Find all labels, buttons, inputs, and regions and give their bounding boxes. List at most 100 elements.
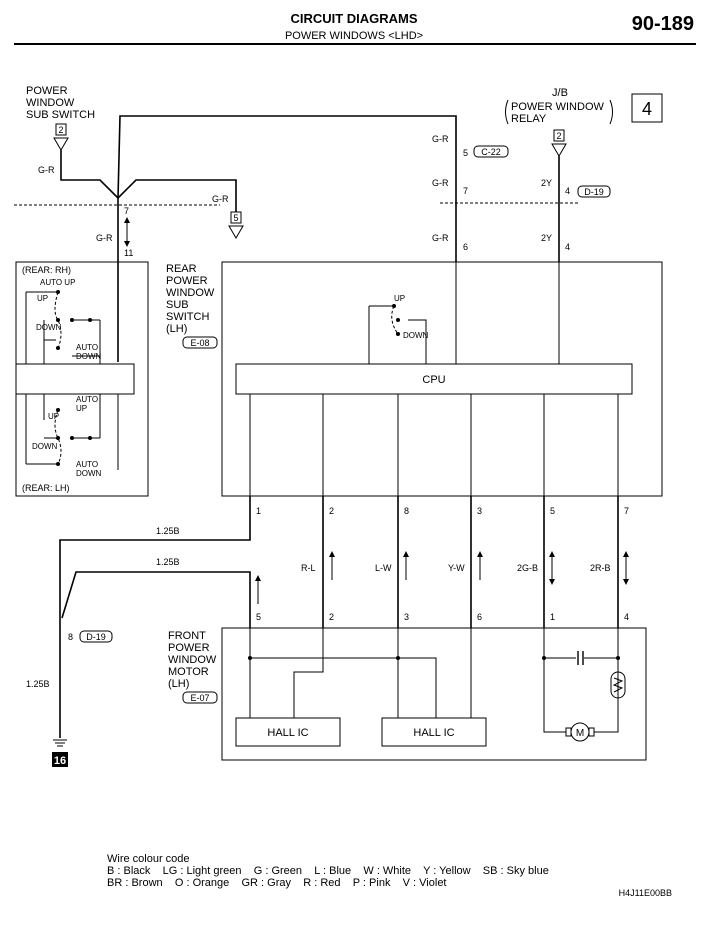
jb-connector-box: [553, 129, 565, 142]
wire-label-y-1: 2Y: [541, 178, 552, 188]
rear-sub-name-6: (LH): [166, 323, 187, 335]
wire-label-rb: 2R-B: [590, 563, 611, 573]
cpu-contact-3: [396, 332, 400, 336]
motor-node-3: [542, 656, 546, 660]
wire-gr-top-loop: [117, 115, 457, 199]
connector-e08: E-08: [190, 338, 209, 348]
rh-switch-arc: [54, 291, 62, 349]
motor-name-3: WINDOW: [168, 654, 217, 666]
lh-contact-4: [56, 462, 60, 466]
motor-pin-3: 3: [404, 612, 409, 622]
page-number: 90-189: [632, 13, 694, 35]
lh-up: UP: [48, 412, 59, 421]
rh-contact-5: [88, 318, 92, 322]
hall-ic-1: HALL IC: [267, 727, 308, 739]
connector-e08-box: [182, 336, 218, 349]
wire-label-b-3: 1.25B: [26, 679, 50, 689]
rh-auto-down-1: AUTO: [76, 343, 98, 352]
rear-sub-switch-box: [221, 261, 663, 497]
section-marker-box: [631, 93, 663, 123]
lh-down: DOWN: [32, 442, 58, 451]
thermistor-zigzag: [612, 677, 624, 693]
figure-code: H4J11E00BB: [619, 888, 672, 898]
thermistor: [610, 671, 626, 699]
rh-contact-3: [70, 318, 74, 322]
connector-d19-bot: D-19: [86, 632, 106, 642]
lh-contact-1: [56, 408, 60, 412]
sub-switch-terminal: [53, 137, 69, 151]
wire-label-rl: R-L: [301, 563, 316, 573]
connector-c22: C-22: [481, 147, 501, 157]
wire-label-lw: L-W: [375, 563, 392, 573]
ground-label: 16: [54, 755, 66, 767]
ground-symbol: [53, 739, 67, 747]
cpu-pin-8: 8: [404, 506, 409, 516]
jb-bracket-right: [609, 99, 613, 125]
motor-symbol-letter: M: [576, 728, 584, 739]
rear-lh-label: (REAR: LH): [22, 483, 70, 493]
motor-pin-4: 4: [624, 612, 629, 622]
jb-terminal: [551, 143, 567, 157]
lh-auto-up-2: UP: [76, 404, 87, 413]
lh-contact-2: [56, 436, 60, 440]
rear-switch-bar: [15, 363, 135, 395]
wire-label-gr-col-2: G-R: [432, 178, 449, 188]
motor-name-2: POWER: [168, 642, 210, 654]
wire-label-gr-sub: G-R: [212, 194, 229, 204]
lh-auto-up-1: AUTO: [76, 395, 98, 404]
ground-connector-box: [230, 211, 242, 224]
rh-down: DOWN: [36, 323, 62, 332]
wire-label-b-1: 1.25B: [156, 526, 180, 536]
connector-d19-bot-box: [79, 630, 113, 643]
ground-connector-terminal: [228, 225, 244, 239]
cpu-pin-2: 2: [329, 506, 334, 516]
hall-ic-2-box: [381, 717, 487, 747]
pin-4-y2: 4: [565, 242, 570, 252]
cpu-pin-3: 3: [477, 506, 482, 516]
pin-11-left: 11: [124, 248, 133, 258]
motor-pin-6: 6: [477, 612, 482, 622]
hall-ic-1-box: [235, 717, 341, 747]
wire-1-25b-a: [59, 496, 251, 620]
wire-label-gr-col-3: G-R: [432, 233, 449, 243]
wire-1-25b-b: [61, 571, 251, 628]
motor-internal-wires: [249, 628, 472, 718]
motor-node-1: [248, 656, 252, 660]
rear-sub-name-1: REAR: [166, 263, 197, 275]
rh-auto-down-2: DOWN: [76, 352, 102, 361]
connector-d19-top: D-19: [584, 187, 604, 197]
ground-pin-8: 8: [68, 632, 73, 642]
motor-name-1: FRONT: [168, 630, 206, 642]
lh-contact-3: [70, 436, 74, 440]
pin-5-top: 5: [463, 148, 468, 158]
front-motor-box: [221, 627, 647, 761]
jb-name: J/B: [552, 87, 568, 99]
jb-relay-2: RELAY: [511, 113, 547, 125]
motor-brush-left: [565, 727, 572, 737]
rh-contact-4: [56, 346, 60, 350]
jb-connector-number: 2: [556, 131, 561, 141]
sub-switch-connector-number: 2: [58, 125, 63, 135]
wires-to-motor: [322, 496, 619, 628]
wire-label-gr-left: G-R: [38, 165, 55, 175]
jb-relay-1: POWER WINDOW: [511, 101, 604, 113]
wire-label-gr-mid: G-R: [96, 233, 113, 243]
motor-node-4: [616, 656, 620, 660]
connector-d19-top-box: [577, 185, 611, 198]
rear-sub-name-5: SWITCH: [166, 311, 209, 323]
pin-7-left: 7: [124, 206, 129, 216]
connector-e07-box: [182, 691, 218, 704]
rear-sub-name-4: SUB: [166, 299, 189, 311]
motor-circuit: [543, 628, 619, 733]
cpu-pin-1: 1: [256, 506, 261, 516]
motor-pin-5: 5: [256, 612, 261, 622]
jb-bracket-left: [505, 99, 509, 125]
cpu-pin-5: 5: [550, 506, 555, 516]
rh-switch-frame: [25, 291, 101, 364]
lh-auto-down-2: DOWN: [76, 469, 102, 478]
wire-label-yw: Y-W: [448, 563, 465, 573]
cpu-switch-arc: [391, 305, 399, 335]
legend-line-2: BR : Brown O : Orange GR : Gray R : Red …: [107, 877, 447, 889]
cpu-contact-1: [392, 304, 396, 308]
header-title: CIRCUIT DIAGRAMS: [290, 11, 417, 26]
